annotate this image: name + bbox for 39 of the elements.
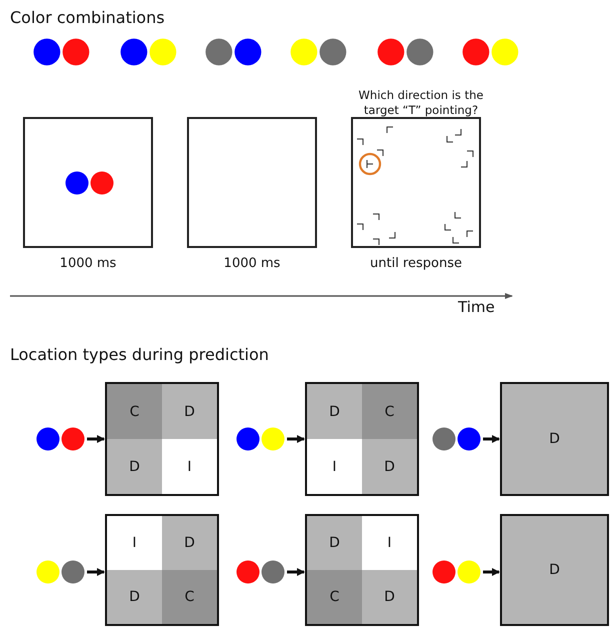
section-heading: Color combinations [10, 8, 165, 27]
location-quadrant: C [107, 384, 162, 439]
location-quadrant: D [307, 516, 362, 570]
location-quadrant: D [162, 516, 217, 570]
location-letter: D [548, 430, 561, 449]
color-pair-drawing [432, 560, 482, 584]
location-letter: D [548, 561, 561, 580]
arrow [287, 435, 305, 443]
arrow [87, 435, 105, 443]
duration-label: until response [369, 255, 463, 272]
location-quadrant: D [107, 570, 162, 624]
location-quadrant: C [307, 570, 362, 624]
location-map [500, 514, 609, 626]
arrow [483, 435, 500, 443]
location-quadrant: D [362, 439, 417, 494]
duration-label: 1000 ms [58, 255, 118, 272]
color-pair-drawing [36, 560, 86, 584]
axis-label: Time [458, 298, 495, 316]
location-map [105, 514, 219, 626]
location-quadrant: D [162, 384, 217, 439]
color-pair-drawing [36, 427, 86, 451]
question-text: Which direction is the target “T” pointing? [358, 88, 484, 118]
section-heading: Location types during prediction [10, 345, 269, 364]
arrow [483, 568, 500, 576]
location-map [105, 382, 219, 496]
color-pair-drawing [432, 427, 482, 451]
location-map [305, 514, 419, 626]
location-quadrant: C [362, 384, 417, 439]
location-map [305, 382, 419, 496]
location-quadrant: D [107, 439, 162, 494]
location-map [500, 382, 609, 496]
color-pair-drawing [236, 560, 286, 584]
duration-label: 1000 ms [222, 255, 282, 272]
arrow [287, 568, 305, 576]
arrow [87, 568, 105, 576]
location-quadrant: D [307, 384, 362, 439]
location-quadrant: D [362, 570, 417, 624]
location-quadrant: C [162, 570, 217, 624]
color-pair-drawing [236, 427, 286, 451]
